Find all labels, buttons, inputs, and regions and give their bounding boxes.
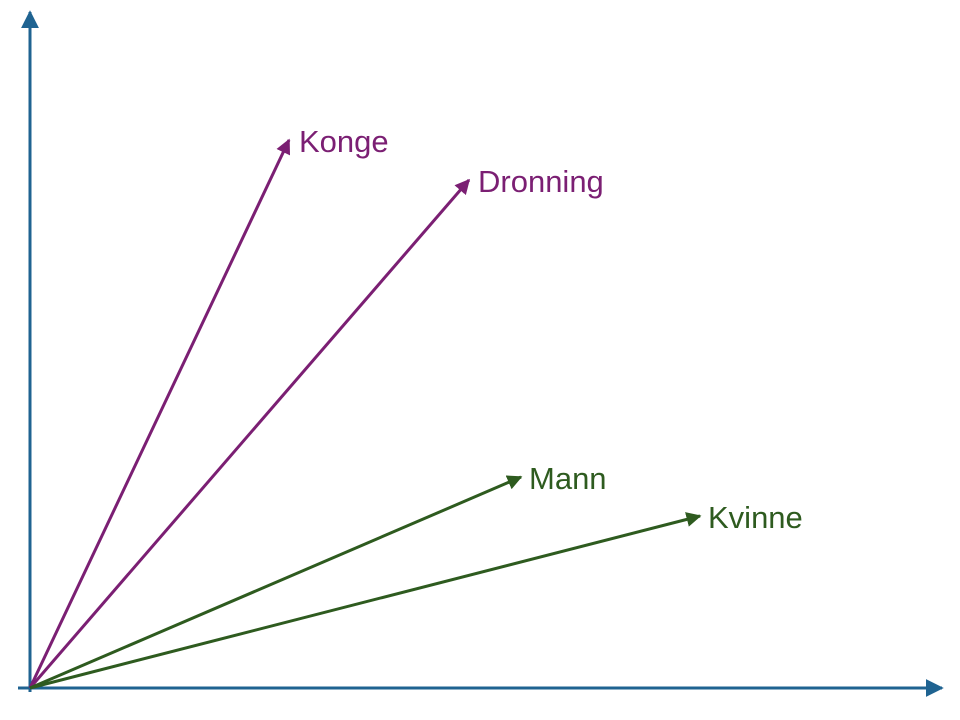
vector-konge-label: Konge — [299, 124, 389, 159]
vector-dronning-label: Dronning — [478, 164, 604, 199]
vector-dronning-arrow — [28, 178, 471, 689]
vector-kvinne-label: Kvinne — [708, 500, 803, 535]
vector-kvinne-arrow — [29, 512, 702, 690]
vector-mann-label: Mann — [529, 461, 607, 496]
vector-mann-arrow — [29, 475, 523, 690]
vector-konge-arrow — [28, 138, 291, 689]
